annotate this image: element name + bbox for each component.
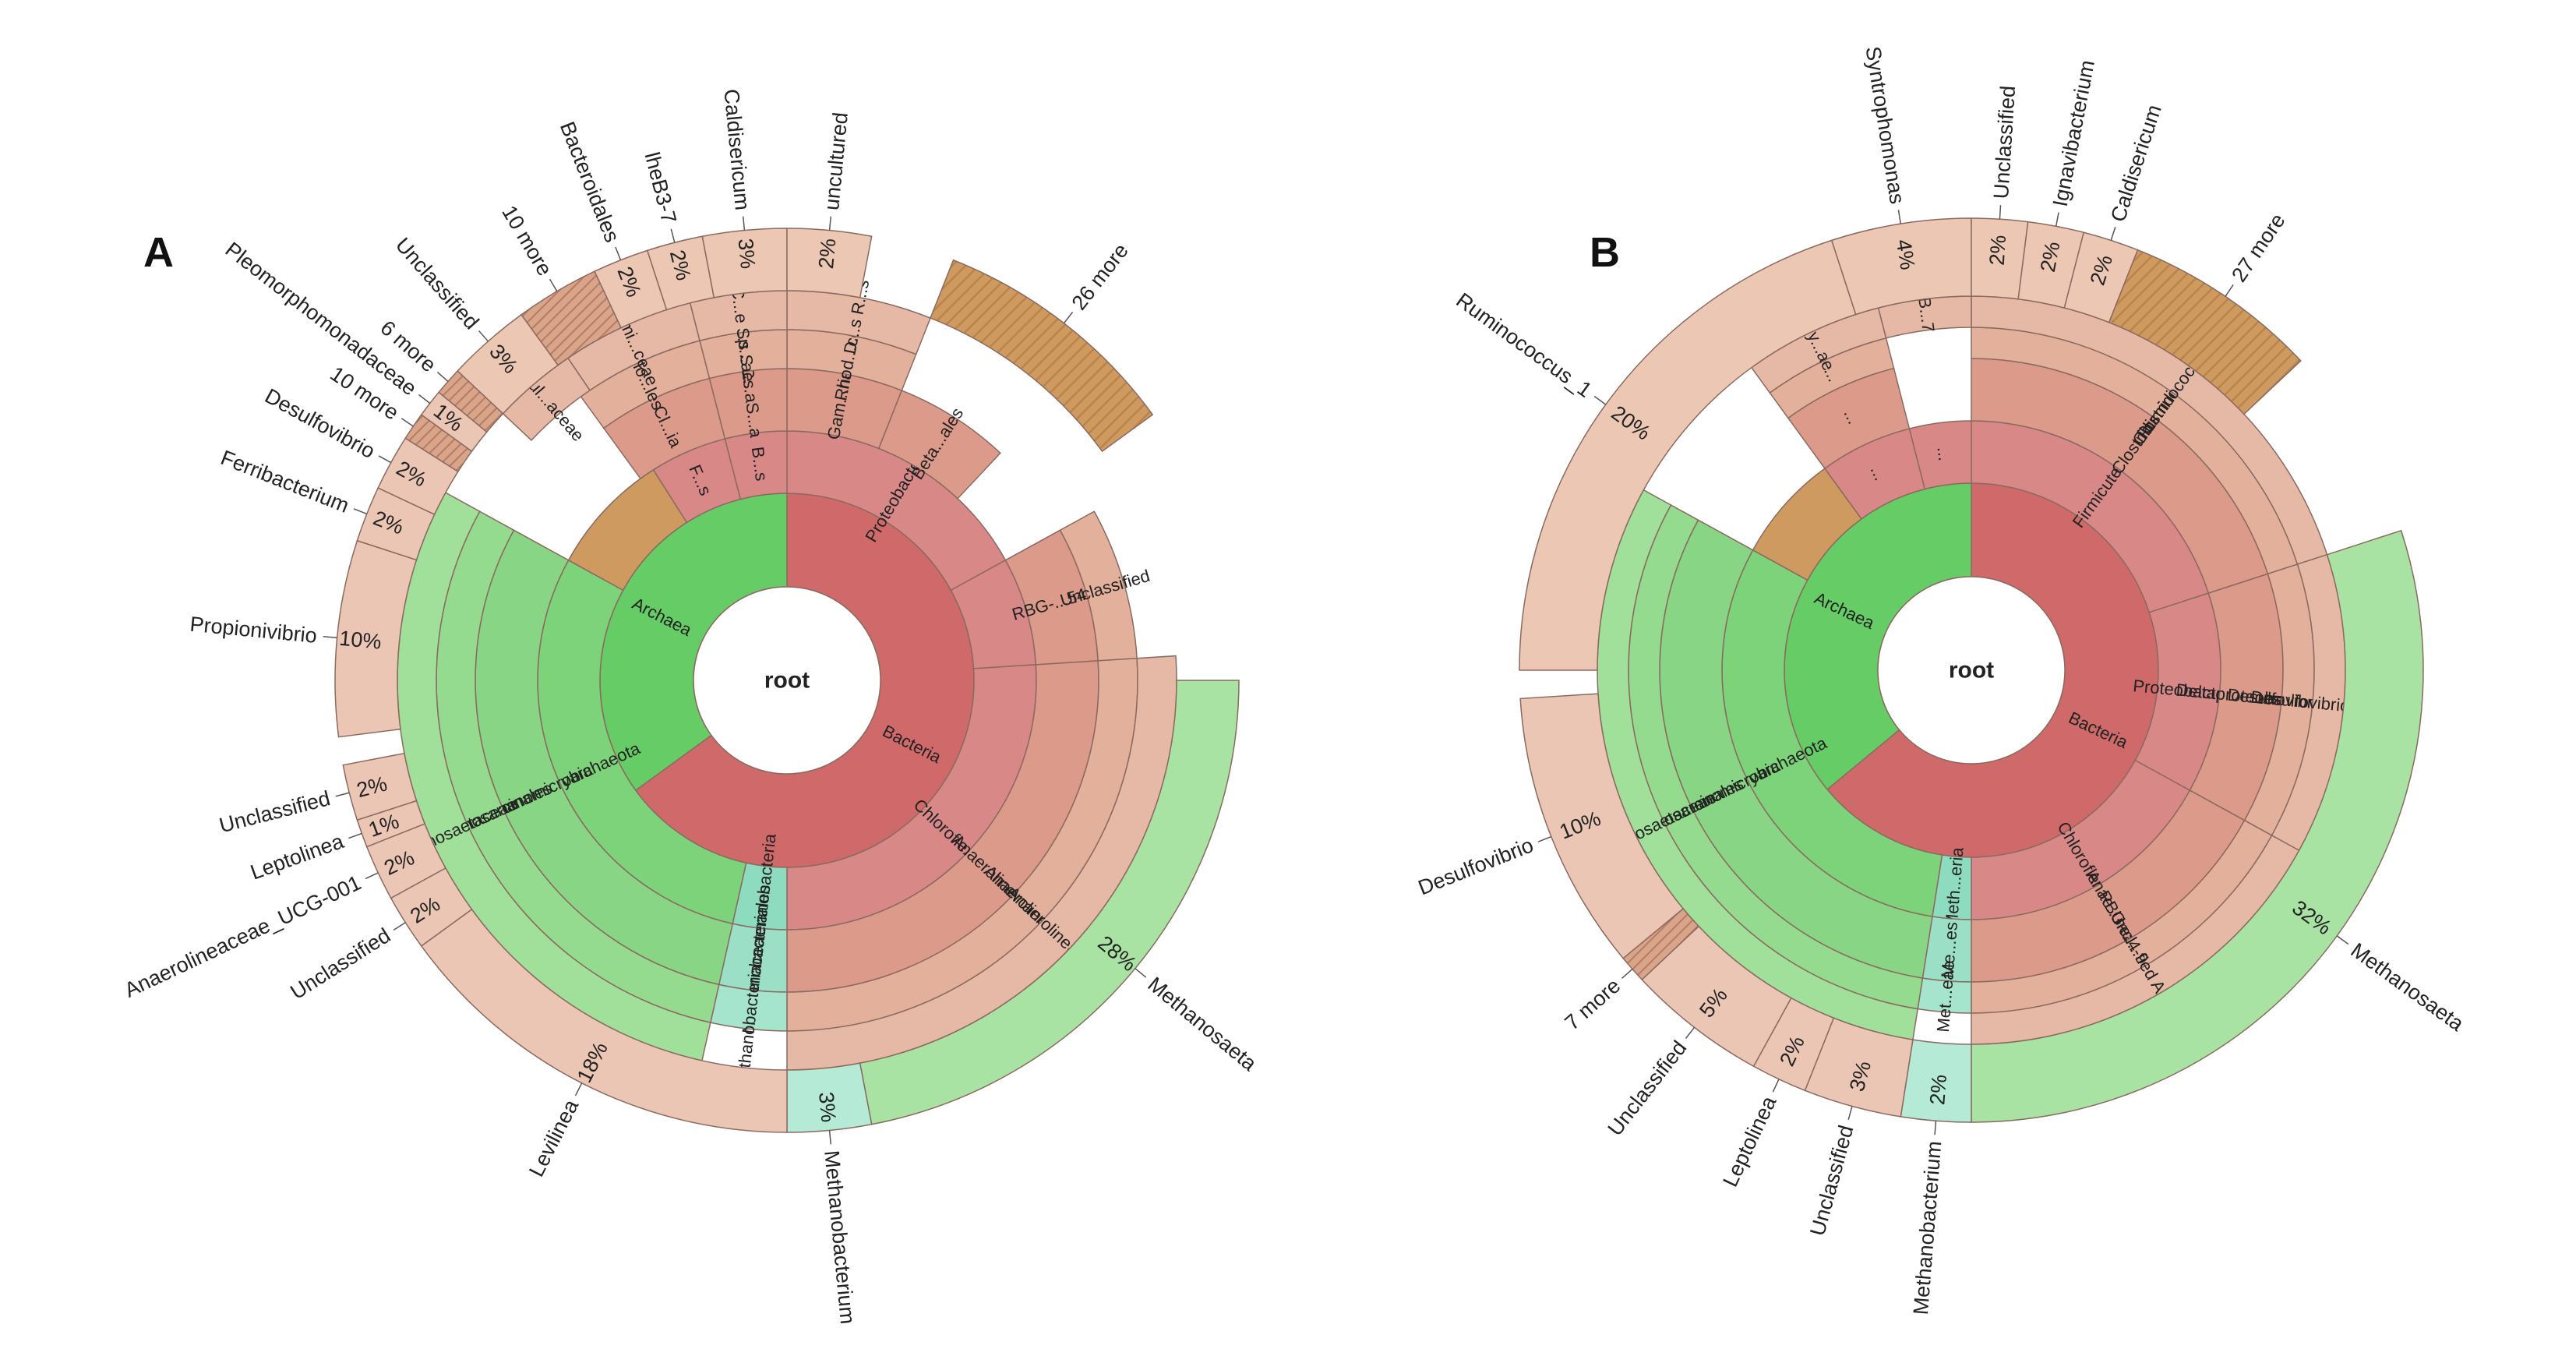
ring1-segment-blank[interactable] (1908, 420, 1972, 490)
ring4-label-b-7: B...7 (1914, 296, 1938, 334)
leaf-name-methanobacterium: Methanobacterium (1909, 1140, 1946, 1315)
sunburst-panel-b: B BacteriaArchaeaFirmicutesProteobacteri… (1415, 45, 2468, 1316)
ring1-label-blank: ... (1933, 446, 1954, 462)
leaf-name-unclassified: Unclassified (1604, 1036, 1692, 1140)
leader-line-unclassified (1999, 205, 2002, 220)
panel-label-a: A (143, 229, 174, 276)
leaf-percent-syntrophomonas: 4% (1892, 238, 1920, 271)
leader-line-10-more (401, 418, 414, 427)
leaf-percent-ignavibacterium: 2% (2036, 240, 2065, 274)
leaf-name-desulfovibrio: Desulfovibrio (1415, 833, 1537, 899)
leaf-name-27-more: 27 more (2227, 209, 2289, 286)
leader-line-syntrophomonas (1897, 210, 1902, 224)
leaf-segment-unclassified[interactable] (342, 752, 418, 821)
leaf-name-levilinea: Levilinea (524, 1095, 584, 1180)
leaf-name-unclassified: Unclassified (286, 923, 394, 1004)
leader-line-unclassified (1685, 1026, 1696, 1039)
leader-line-ferribacterium (353, 508, 368, 515)
leaf-name-caldisericum: Caldisericum (719, 88, 754, 211)
leader-line-uncultured (828, 216, 832, 231)
leaf-name-bacteroidales: Bacteroidales (556, 118, 624, 245)
leaf-name-unclassified: Unclassified (1805, 1123, 1858, 1238)
leader-line-pleomorphomonadaceae (418, 394, 431, 404)
panel-a-body: BacteriaArchaeaProteobacteriaChloroflexi… (121, 88, 1262, 1325)
leader-line-propionivibrio (323, 635, 337, 639)
leaf-percent-caldisericum: 3% (733, 238, 760, 270)
leaf-name-caldisericum: Caldisericum (2106, 102, 2166, 225)
leader-line-6-more (436, 371, 449, 383)
leader-line-ignavibacterium (2055, 212, 2059, 227)
leader-line-7-more (1621, 968, 1633, 980)
root-label: root (1949, 658, 1994, 683)
leader-line-methanosaeta (2336, 935, 2349, 945)
leaf-name-syntrophomonas: Syntrophomonas (1861, 45, 1909, 206)
leader-line-bacteroidales (615, 246, 622, 261)
leader-line-lheb3-7 (670, 228, 676, 243)
leaf-percent-unclassified: 2% (1985, 235, 2010, 267)
leaf-name-methanosaeta: Methanosaeta (2346, 938, 2468, 1036)
leaf-name-propionivibrio: Propionivibrio (189, 613, 318, 648)
leaf-segment-uncultured[interactable] (786, 228, 873, 298)
root-label: root (764, 668, 810, 694)
leader-line-unclassified (335, 792, 350, 797)
leader-line-27-more (2225, 284, 2234, 297)
leader-line-leptolinea (1772, 1079, 1780, 1093)
leader-line-ruminococcus-1 (1593, 395, 1607, 405)
leader-line-caldisericum (2110, 227, 2116, 241)
leaf-name-unclassified: Unclassified (217, 786, 332, 837)
leaf-name-uncultured: uncultured (820, 111, 852, 211)
root-center[interactable] (1877, 576, 2066, 765)
leader-line-unclassified (478, 330, 489, 342)
root-center[interactable] (693, 586, 881, 775)
leaf-name-unclassified: Unclassified (391, 233, 484, 334)
leaf-percent-methanobacterium: 3% (814, 1091, 841, 1124)
leader-line-caldisericum (742, 216, 746, 231)
panel-label-b: B (1590, 229, 1620, 276)
leaf-name-ignavibacterium: Ignavibacterium (2048, 58, 2099, 209)
leader-line-methanobacterium (1934, 1121, 1937, 1135)
ring1-label-b-s: B...s (748, 446, 771, 482)
leaf-segment-27-more[interactable] (2108, 249, 2302, 415)
leaf-segment-methanosaeta[interactable] (1971, 529, 2424, 1123)
leader-line-unclassified (393, 922, 406, 931)
leaf-segment-desulfovibrio[interactable] (1519, 693, 1685, 959)
leaf-name-leptolinea: Leptolinea (1718, 1092, 1781, 1190)
leader-line-10-more (549, 278, 558, 292)
leader-line-methanobacterium (828, 1130, 832, 1145)
leader-line-desulfovibrio (378, 455, 392, 464)
leaf-segment-26-more[interactable] (930, 259, 1154, 453)
leaf-name-methanosaeta: Methanosaeta (1143, 973, 1262, 1076)
sunburst-panel-a: A BacteriaArchaeaProteobacteriaChlorofle… (121, 88, 1262, 1325)
leaf-percent-methanobacterium: 2% (1925, 1074, 1951, 1106)
leader-line-26-more (1063, 312, 1074, 324)
ring2-segment-beta-ales[interactable] (877, 390, 1001, 500)
leaf-name-7-more: 7 more (1560, 974, 1625, 1035)
leader-line-unclassified (1847, 1106, 1853, 1121)
leaf-name-methanobacterium: Methanobacterium (820, 1149, 859, 1325)
leaf-name-10-more: 10 more (497, 201, 556, 280)
leader-line-leptolinea (348, 832, 362, 839)
leader-line-levilinea (574, 1082, 583, 1097)
leaf-percent-propionivibrio: 10% (338, 627, 383, 654)
leaf-name-26-more: 26 more (1067, 239, 1133, 315)
panel-b-body: BacteriaArchaeaFirmicutesProteobacteriaC… (1415, 45, 2468, 1316)
leaf-name-leptolinea: Leptolinea (247, 829, 347, 885)
leader-line-anaerolineaceae-ucg-001 (365, 872, 379, 880)
leader-line-desulfovibrio (1537, 835, 1552, 842)
leaf-name-ferribacterium: Ferribacterium (217, 446, 352, 517)
leaf-name-lheb3-7: lheB3-7 (640, 150, 681, 226)
leaf-name-ruminococcus-1: Ruminococcus_1 (1452, 288, 1596, 402)
leaf-name-unclassified: Unclassified (1989, 85, 2020, 200)
ring2-label-me-es: Me...es (1937, 921, 1961, 979)
leader-line-methanosaeta (1134, 968, 1147, 978)
leaf-percent-uncultured: 2% (814, 238, 841, 270)
